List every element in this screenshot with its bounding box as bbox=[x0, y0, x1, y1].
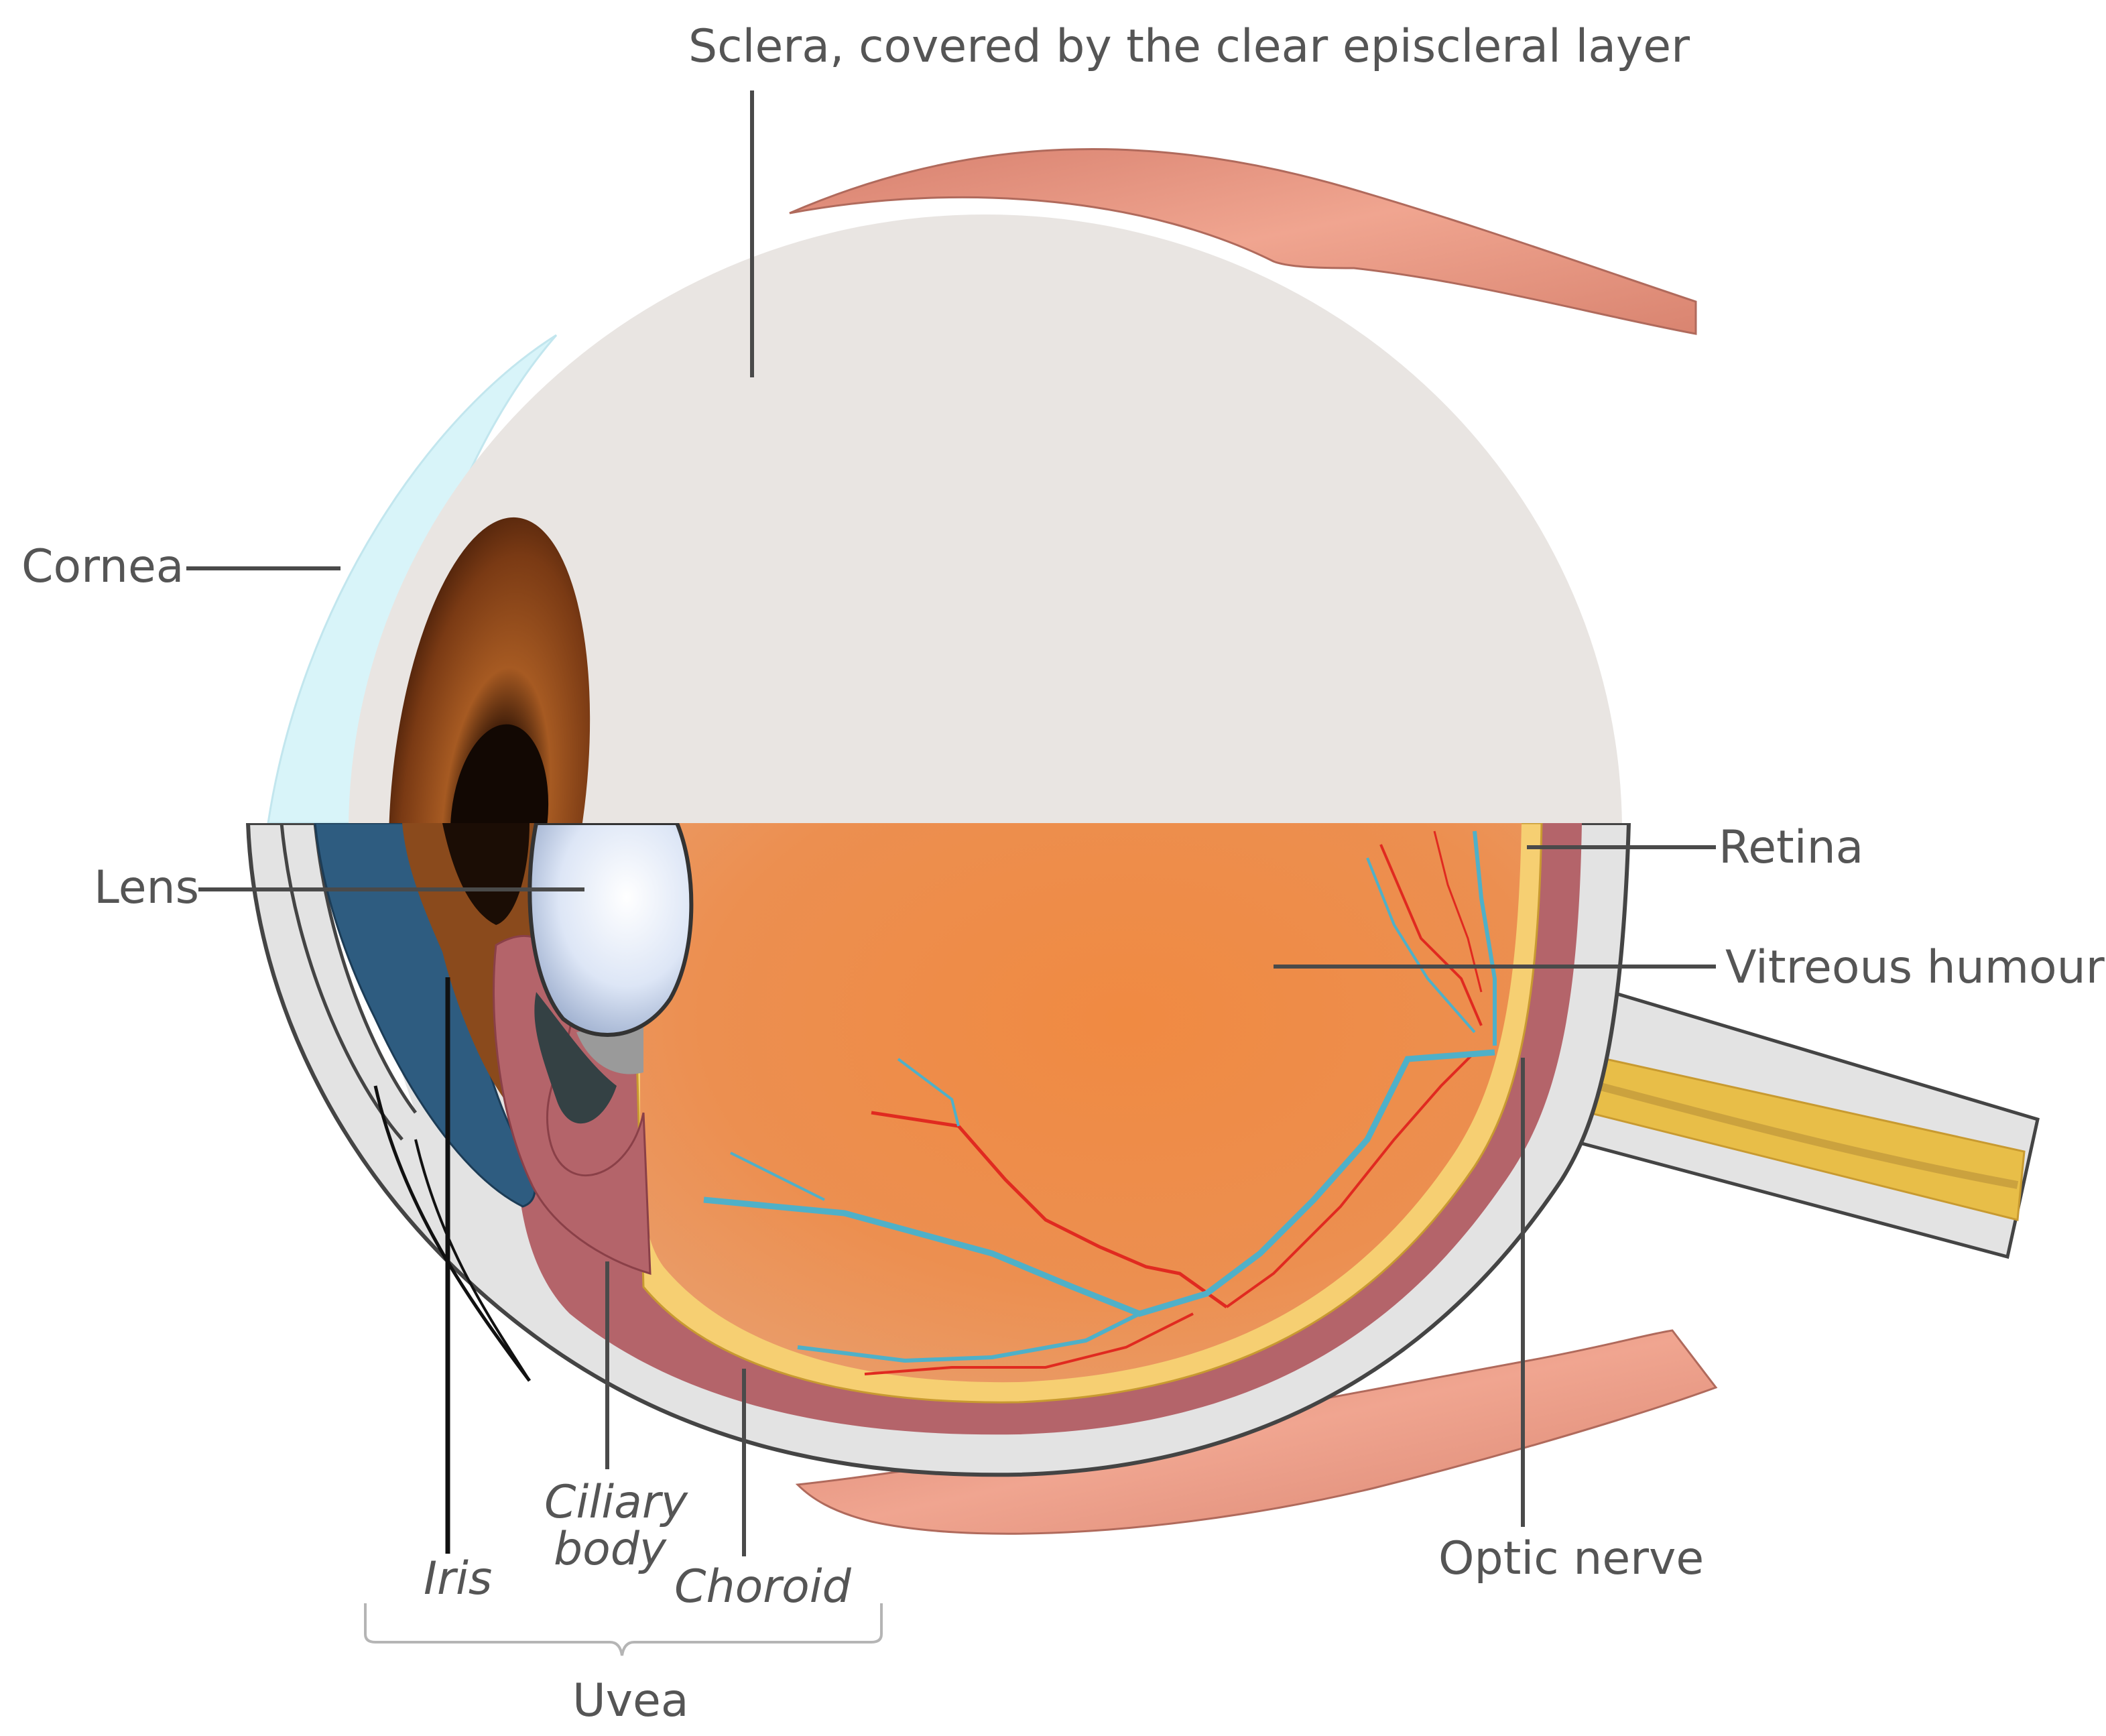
sclera-globe bbox=[349, 214, 1622, 823]
label-choroid: Choroid bbox=[674, 1560, 852, 1613]
label-vitreous: Vitreous humour bbox=[1725, 941, 2105, 994]
label-optic-nerve: Optic nerve bbox=[1438, 1532, 1704, 1585]
label-sclera: Sclera, covered by the clear episcleral … bbox=[688, 20, 1690, 73]
lens bbox=[528, 823, 694, 1037]
label-retina: Retina bbox=[1719, 821, 1863, 874]
label-ciliary-line1: Ciliary bbox=[544, 1476, 688, 1529]
label-uvea: Uvea bbox=[572, 1674, 689, 1727]
pupil bbox=[450, 724, 549, 823]
label-ciliary-line2: body bbox=[554, 1523, 667, 1576]
uvea-brace bbox=[364, 1603, 883, 1656]
superior-muscle bbox=[789, 147, 1697, 335]
retinal-vessels bbox=[703, 830, 1497, 1375]
label-iris: Iris bbox=[424, 1552, 492, 1605]
label-lens: Lens bbox=[94, 861, 199, 914]
label-cornea: Cornea bbox=[21, 540, 184, 593]
vitreous-humour bbox=[640, 823, 1522, 1383]
